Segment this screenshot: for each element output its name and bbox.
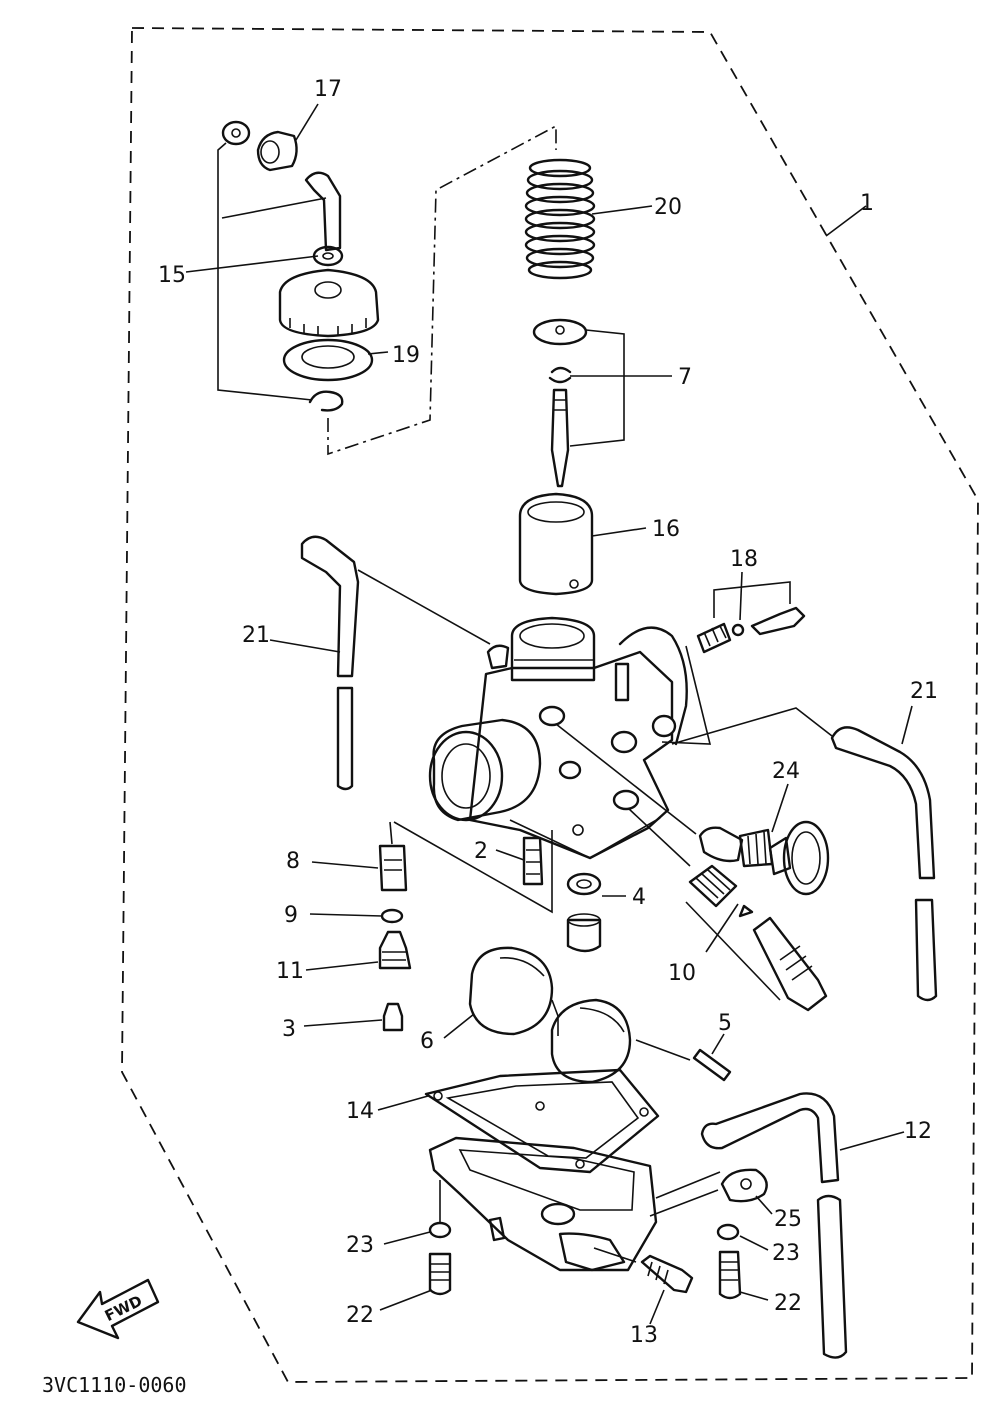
callout-14: 14 — [346, 1099, 374, 1124]
callout-10: 10 — [668, 961, 696, 986]
vent-hose-right — [671, 707, 938, 1002]
carburetor-body — [428, 616, 688, 860]
callout-22-left: 22 — [346, 1303, 374, 1328]
hose-clip — [720, 1168, 768, 1203]
float-assembly — [468, 946, 632, 1084]
callout-13: 13 — [630, 1323, 658, 1348]
callout-24: 24 — [772, 759, 800, 784]
callout-labels: 1 2 3 4 5 6 7 8 9 10 11 12 13 14 15 16 1… — [158, 77, 938, 1348]
float-bowl — [428, 1136, 721, 1272]
callout-6: 6 — [420, 1029, 434, 1054]
callout-5: 5 — [718, 1011, 732, 1036]
callout-11: 11 — [276, 959, 304, 984]
callout-21-left: 21 — [242, 623, 270, 648]
callout-7: 7 — [678, 365, 692, 390]
callout-23-right: 23 — [772, 1241, 800, 1266]
callout-1: 1 — [860, 191, 874, 216]
callout-16: 16 — [652, 517, 680, 542]
float-bowl-gasket — [424, 1068, 660, 1174]
callout-4: 4 — [632, 885, 646, 910]
jet-stack — [378, 821, 553, 1032]
throttle-spring — [524, 158, 596, 280]
drain-screw — [640, 1254, 694, 1294]
callout-25: 25 — [774, 1207, 802, 1232]
callout-2: 2 — [474, 839, 488, 864]
cap-assembly — [217, 120, 557, 456]
fwd-arrow-icon: FWD — [76, 1278, 160, 1340]
callout-18: 18 — [730, 547, 758, 572]
callout-20: 20 — [654, 195, 682, 220]
callout-17: 17 — [314, 77, 342, 102]
callout-19: 19 — [392, 343, 420, 368]
overflow-hose — [700, 1092, 848, 1359]
throttle-stop-screw — [627, 807, 828, 1012]
throttle-valve — [518, 492, 594, 596]
callout-23-left: 23 — [346, 1233, 374, 1258]
starter-plunger — [555, 723, 830, 896]
callout-9: 9 — [284, 903, 298, 928]
assembly-boundary — [121, 27, 979, 1383]
jet-needle-assembly — [532, 318, 625, 488]
callout-22-right: 22 — [774, 1291, 802, 1316]
callout-3: 3 — [282, 1017, 296, 1042]
callout-8: 8 — [286, 849, 300, 874]
callout-12: 12 — [904, 1119, 932, 1144]
callout-21-right: 21 — [910, 679, 938, 704]
diagram-code: 3VC1110-0060 — [42, 1373, 187, 1397]
main-jet-parts — [522, 836, 602, 953]
float-pin — [635, 1039, 732, 1082]
leader-lines — [185, 103, 913, 1325]
callout-15: 15 — [158, 263, 186, 288]
vent-hose-left — [300, 535, 491, 791]
